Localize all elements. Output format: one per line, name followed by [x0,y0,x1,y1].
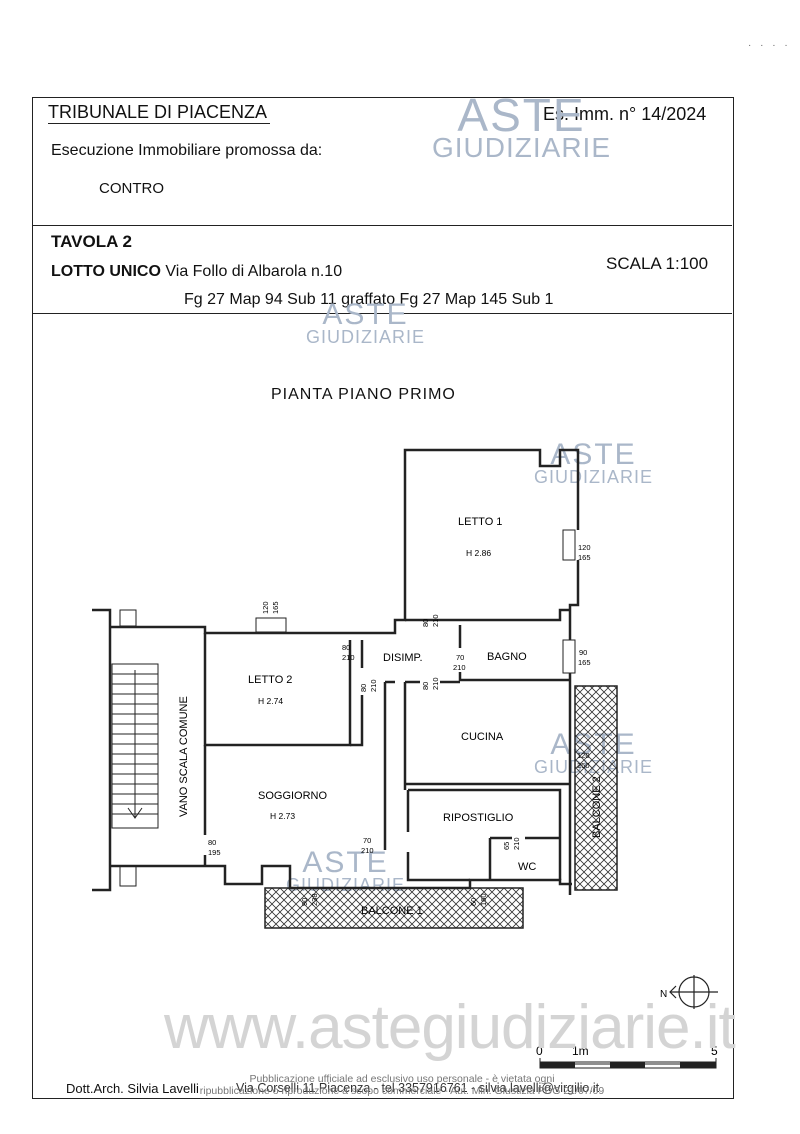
promoted-by: Esecuzione Immobiliare promossa da: [51,142,323,159]
footer-note-1: Pubblicazione ufficiale ad esclusivo uso… [249,1073,555,1085]
room-letto1-height: H 2.86 [466,548,491,558]
room-cucina: CUCINA [461,731,504,743]
header-divider-2 [32,313,732,314]
balcony-2-area [574,685,618,891]
dim-d-bagno-a: 70 [456,653,464,662]
room-bagno: BAGNO [487,651,527,663]
dim-w-bagno-b: 165 [578,658,591,667]
dim-d-cucina-b: 210 [431,677,440,690]
room-vano-scala: VANO SCALA COMUNE [178,696,190,817]
room-ripostiglio: RIPOSTIGLIO [443,812,514,824]
room-letto2-height: H 2.74 [258,696,283,706]
dim-d-letto2-a: 80 [342,643,350,652]
dim-w-letto1-b: 165 [578,553,591,562]
dim-d-letto2-side-a: 80 [359,684,368,692]
contro-label: CONTRO [99,180,164,197]
dim-d-rip-b: 210 [361,846,374,855]
scale-label: SCALA 1:100 [606,254,709,273]
dim-d-letto2-side-b: 210 [369,679,378,692]
room-soggiorno: SOGGIORNO [258,790,328,802]
dim-d-wc-a: 65 [502,842,511,850]
room-letto1: LETTO 1 [458,516,502,528]
dim-d-balc1r-b: 160 [479,893,488,906]
stairs [111,663,159,829]
lot-label: LOTTO UNICO [51,263,161,280]
dim-d-bagno-b: 210 [453,663,466,672]
address: Via Follo di Albarola n.10 [165,263,343,280]
dim-w-cucina-a: 120 [577,751,590,760]
footer-author: Dott.Arch. Silvia Lavelli [66,1081,199,1096]
dim-d-balc1r-a: 60 [469,898,478,906]
plan-title: PIANTA PIANO PRIMO [271,386,456,403]
north-arrow-icon [669,975,718,1009]
opening-labels: 120 165 120 165 80 210 80 210 80 210 70 … [208,543,591,906]
room-disimp: DISIMP. [383,652,423,664]
dim-d-sogg-b: 195 [208,848,221,857]
room-balcone2: BALCONE 2 [591,776,603,838]
cadastral-ref: Fg 27 Map 94 Sub 11 graffato Fg 27 Map 1… [184,291,554,308]
plan-walls [92,448,580,895]
scale-bar [539,1058,717,1069]
dim-w-letto2-top-a: 120 [261,601,270,614]
dim-d-balc1-a: 90 [300,898,309,906]
window-marks [119,529,576,887]
footer-note: Pubblicazione ufficiale ad esclusivo uso… [172,1073,632,1097]
dim-d-cucina-a: 80 [421,682,430,690]
room-soggiorno-height: H 2.73 [270,811,295,821]
room-balcone1: BALCONE 1 [361,905,423,917]
dim-w-bagno-a: 90 [579,648,587,657]
table-label: TAVOLA 2 [51,232,132,251]
room-wc: WC [518,861,536,873]
lot-line: LOTTO UNICO Via Follo di Albarola n.10 [51,263,342,281]
court-name: TRIBUNALE DI PIACENZA [48,102,268,122]
dim-d-sogg-a: 80 [208,838,216,847]
room-letto2: LETTO 2 [248,674,292,686]
dim-d-letto1-b: 210 [431,614,440,627]
scale-zero: 0 [536,1044,543,1058]
scan-dots: · · · · [748,40,791,51]
dim-w-cucina-b: 250 [577,761,590,770]
balcony-1-area [264,887,524,929]
case-number: Es. Imm. n° 14/2024 [543,104,707,124]
watermark-url: www.astegiudiziarie.it [164,993,736,1062]
footer-contact: Via Corselli 11 Piacenza - tel 335791676… [236,1081,600,1095]
scale-one: 1m [572,1044,589,1058]
court-underline [48,123,270,124]
dim-d-wc-b: 210 [512,837,521,850]
dim-d-letto1-a: 80 [421,619,430,627]
document-frame [32,97,734,1099]
footer-note-2: ripubblicazione o riproduzione a scopo c… [199,1085,605,1097]
dim-d-rip-a: 70 [363,836,371,845]
scale-five: 5 [711,1044,718,1058]
dim-d-balc1-b: 238 [310,893,319,906]
north-label: N [660,989,667,1000]
header-divider-1 [32,225,732,226]
dim-d-letto2-b: 210 [342,653,355,662]
dim-w-letto1-a: 120 [578,543,591,552]
dim-w-letto2-top-b: 165 [271,601,280,614]
